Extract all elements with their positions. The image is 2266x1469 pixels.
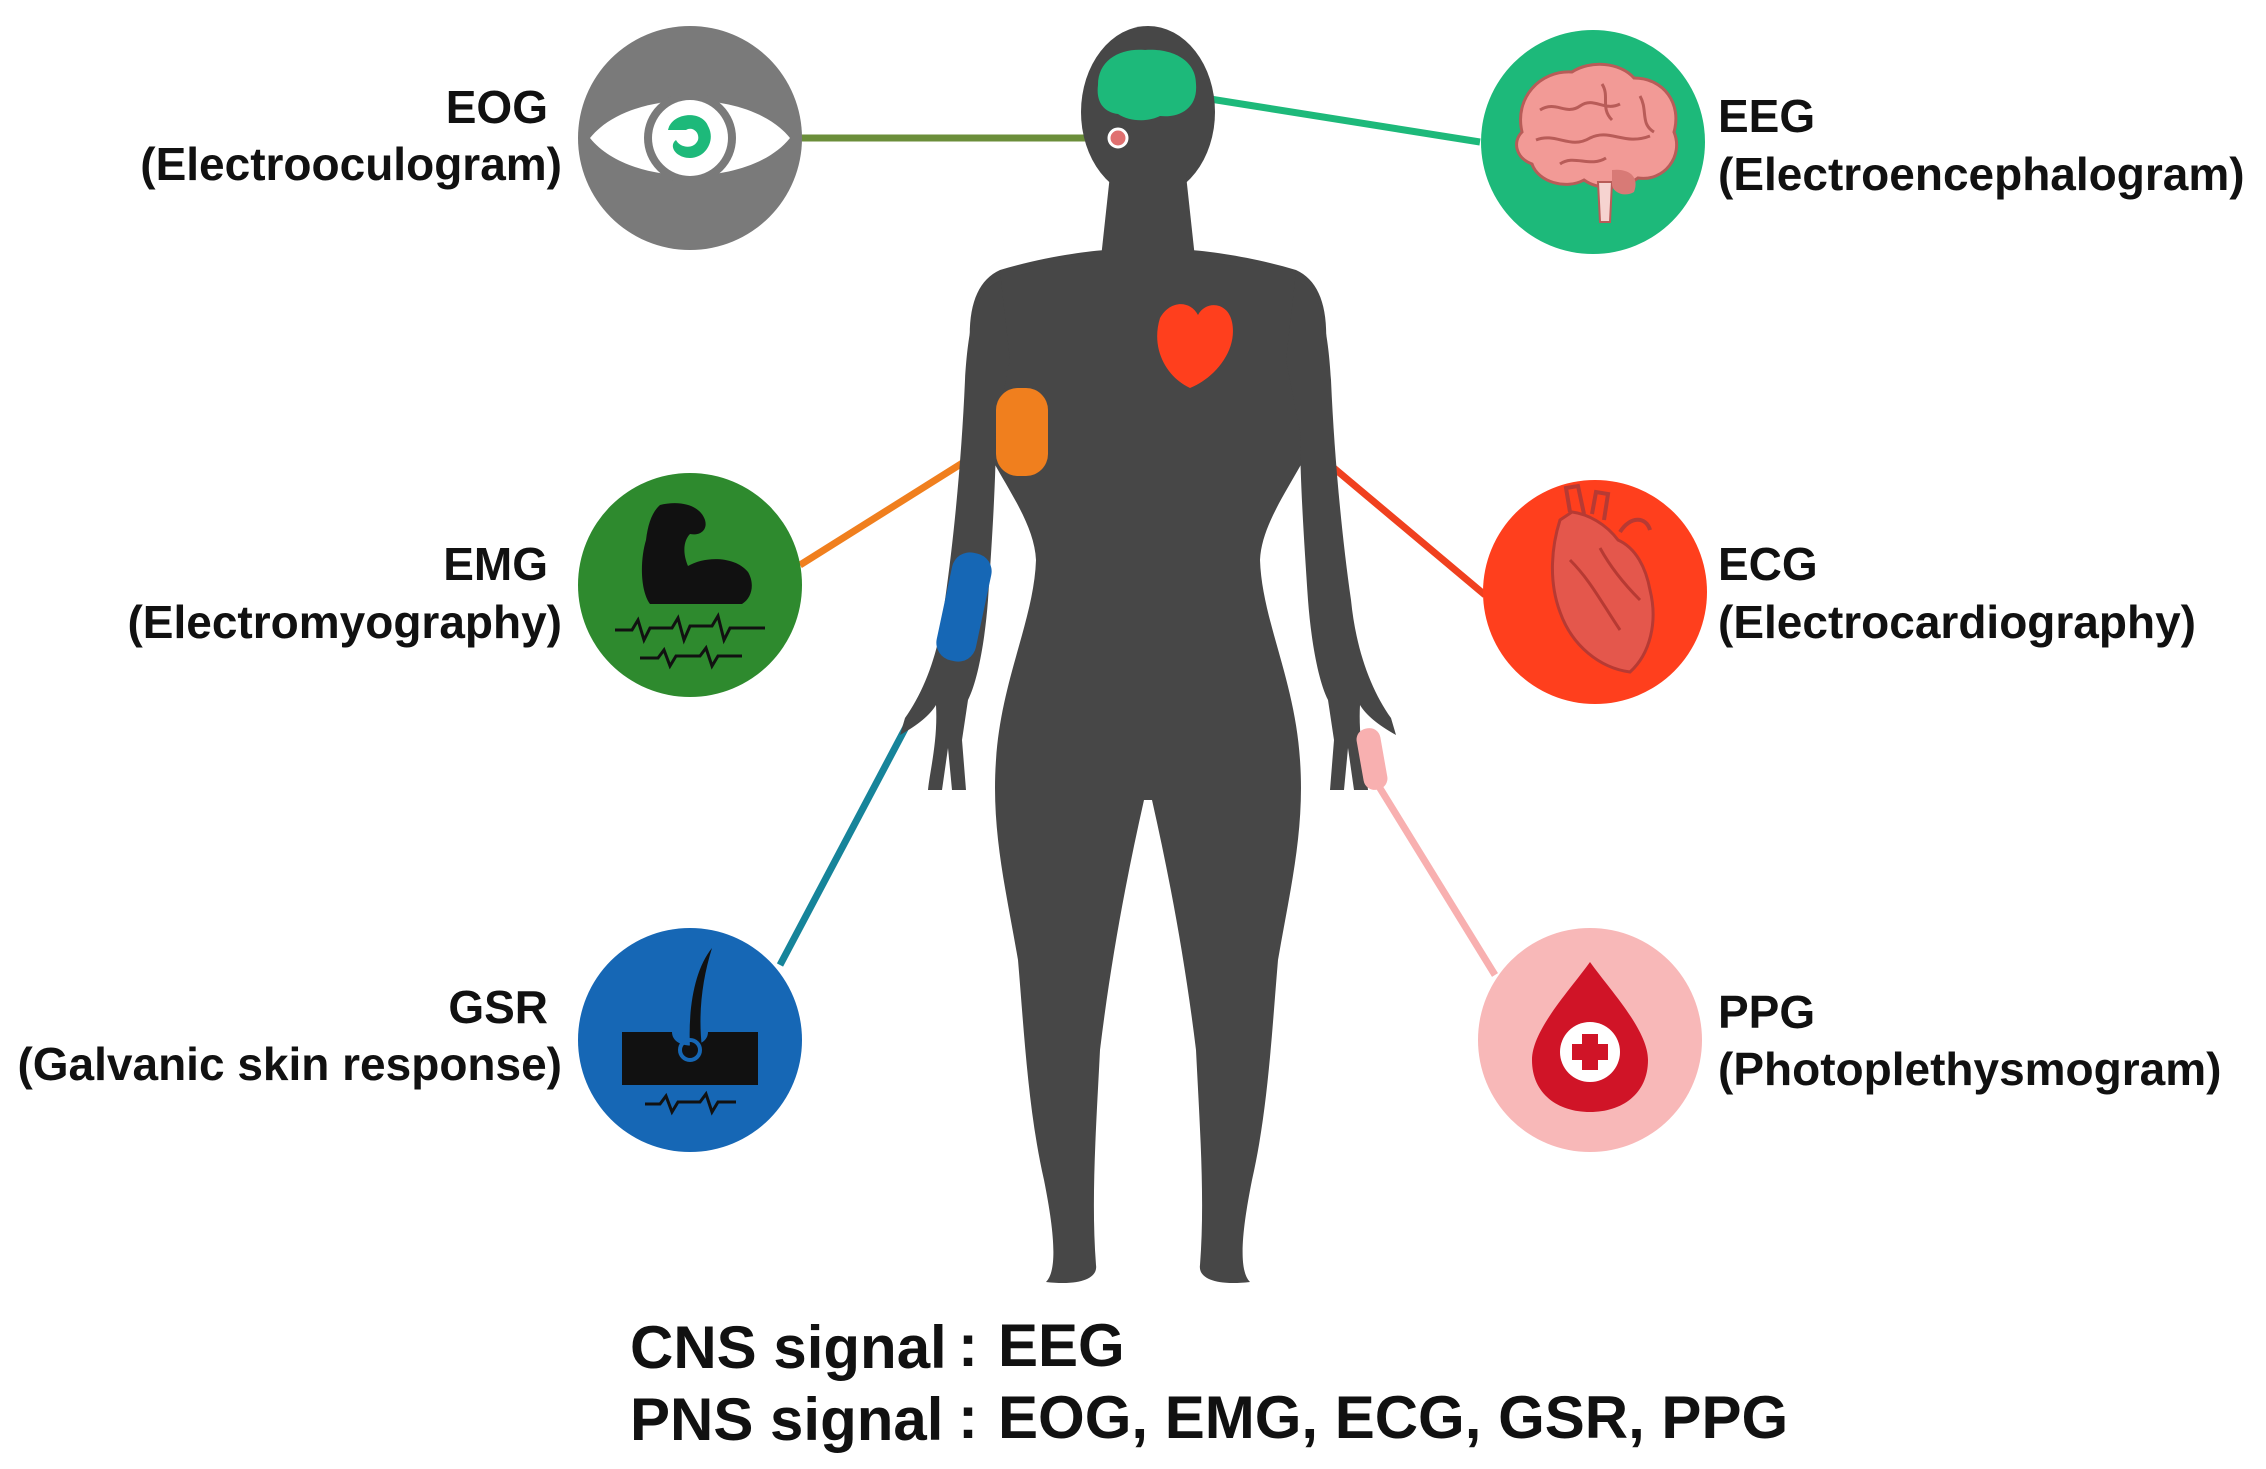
gsr-electrode — [936, 552, 992, 662]
eeg-abbr: EEG — [1718, 90, 1815, 142]
brain-icon — [1515, 62, 1679, 223]
heart-icon — [1551, 483, 1655, 674]
left-arm — [900, 272, 1010, 790]
ppg-abbr: PPG — [1718, 986, 1815, 1038]
labels: EOG (Electrooculogram) EEG (Electroencep… — [17, 81, 2244, 1095]
brain-marker — [1097, 49, 1197, 121]
pns-label: PNS signal — [630, 1386, 943, 1453]
eye-marker — [1107, 127, 1129, 149]
cns-separator: : — [958, 1312, 978, 1379]
neck — [1101, 175, 1195, 258]
heart-marker — [1157, 304, 1233, 388]
eog-abbr: EOG — [446, 81, 548, 133]
emg-electrode — [996, 388, 1048, 476]
blood-drop-icon — [1532, 962, 1648, 1112]
ecg-icon-circle — [1483, 480, 1707, 704]
eog-icon-circle — [578, 26, 802, 250]
human-silhouette — [900, 26, 1396, 1284]
torso-legs — [969, 250, 1327, 1284]
signal-summary: CNS signal : EEG PNS signal : EOG, EMG, … — [630, 1312, 1788, 1453]
gsr-icon-circle — [578, 928, 802, 1152]
eog-full: (Electrooculogram) — [140, 138, 562, 190]
emg-icon-circle — [578, 473, 802, 697]
flexed-arm-icon — [615, 503, 765, 670]
eeg-connector — [1184, 91, 1481, 146]
ppg-connector — [1375, 783, 1498, 977]
cns-value: EEG — [998, 1312, 1125, 1379]
ppg-electrode — [1356, 728, 1388, 790]
ppg-icon-circle — [1478, 928, 1702, 1152]
skin-hair-icon — [622, 948, 758, 1116]
ecg-full: (Electrocardiography) — [1718, 596, 2196, 648]
emg-abbr: EMG — [443, 538, 548, 590]
pns-separator: : — [958, 1384, 978, 1451]
eeg-full: (Electroencephalogram) — [1718, 148, 2245, 200]
gsr-abbr: GSR — [448, 981, 548, 1033]
ppg-full: (Photoplethysmogram) — [1718, 1043, 2221, 1095]
ecg-abbr: ECG — [1718, 538, 1818, 590]
gsr-full: (Galvanic skin response) — [17, 1038, 562, 1090]
right-arm — [1286, 272, 1396, 790]
emg-full: (Electromyography) — [127, 596, 562, 648]
cns-label: CNS signal — [630, 1314, 947, 1381]
eeg-icon-circle — [1481, 30, 1705, 254]
eye-icon — [590, 92, 790, 184]
body-markers — [936, 49, 1388, 790]
pns-value: EOG, EMG, ECG, GSR, PPG — [998, 1384, 1788, 1451]
